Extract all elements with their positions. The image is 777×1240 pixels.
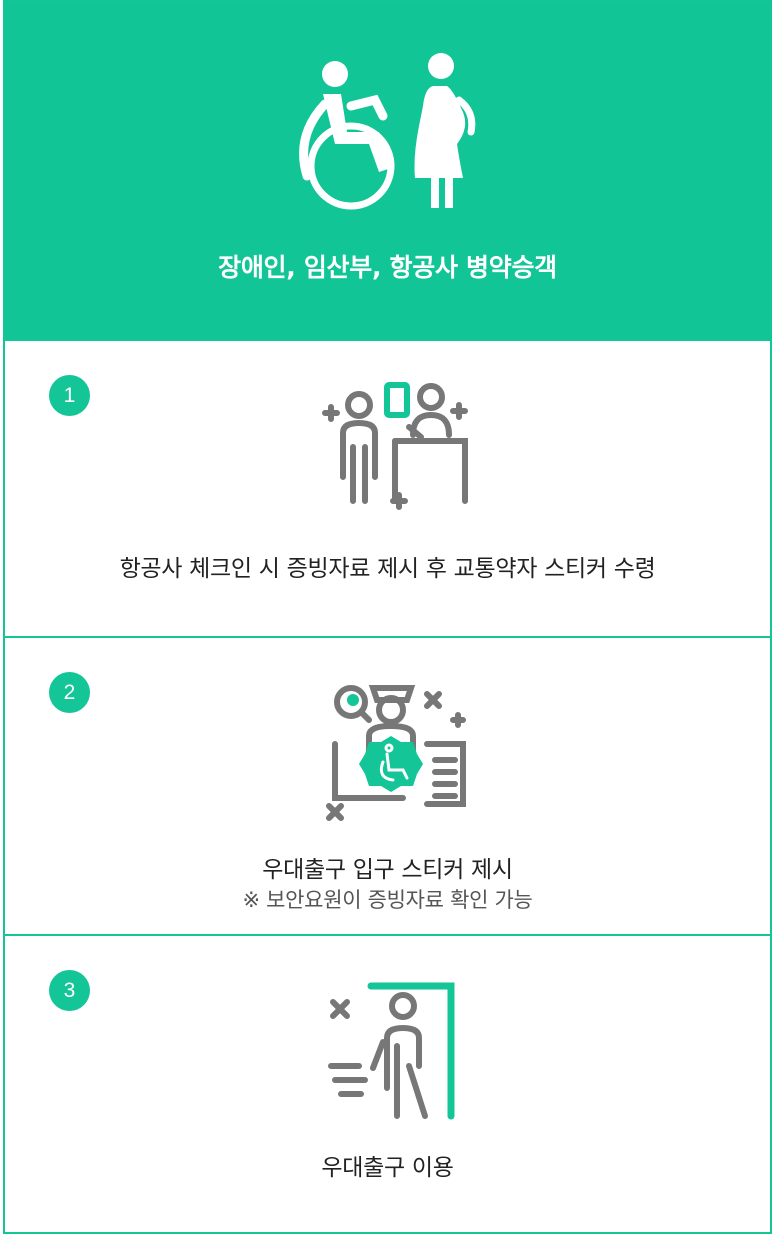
exit-door-walking-icon [328,982,455,1120]
step-number-badge: 1 [49,375,90,416]
step-1: 1 항공사 체크인 시 증빙자료 제시 후 교통약자 스티커 [5,339,770,636]
security-officer-sticker-icon [326,685,466,821]
priority-exit-guide-panel: 장애인, 임산부, 항공사 병약승객 1 [3,0,772,1234]
step-3-text: 우대출구 이용 [321,1155,454,1181]
step-1-text: 항공사 체크인 시 증빙자료 제시 후 교통약자 스티커 수령 [119,556,656,582]
wheelchair-pregnant-icon [299,53,476,210]
guide-header: 장애인, 임산부, 항공사 병약승객 [5,2,770,339]
step-number-badge: 2 [49,672,90,713]
step-2-note: ※ 보안요원이 증빙자료 확인 가능 [242,888,533,912]
step-2-text: 우대출구 입구 스티커 제시 [262,857,513,883]
step-2: 2 [5,636,770,934]
header-title: 장애인, 임산부, 항공사 병약승객 [218,253,557,282]
step-number-badge: 3 [49,970,90,1011]
checkin-counter-icon [322,382,468,510]
step-3: 3 우대출구 이용 [5,934,770,1232]
